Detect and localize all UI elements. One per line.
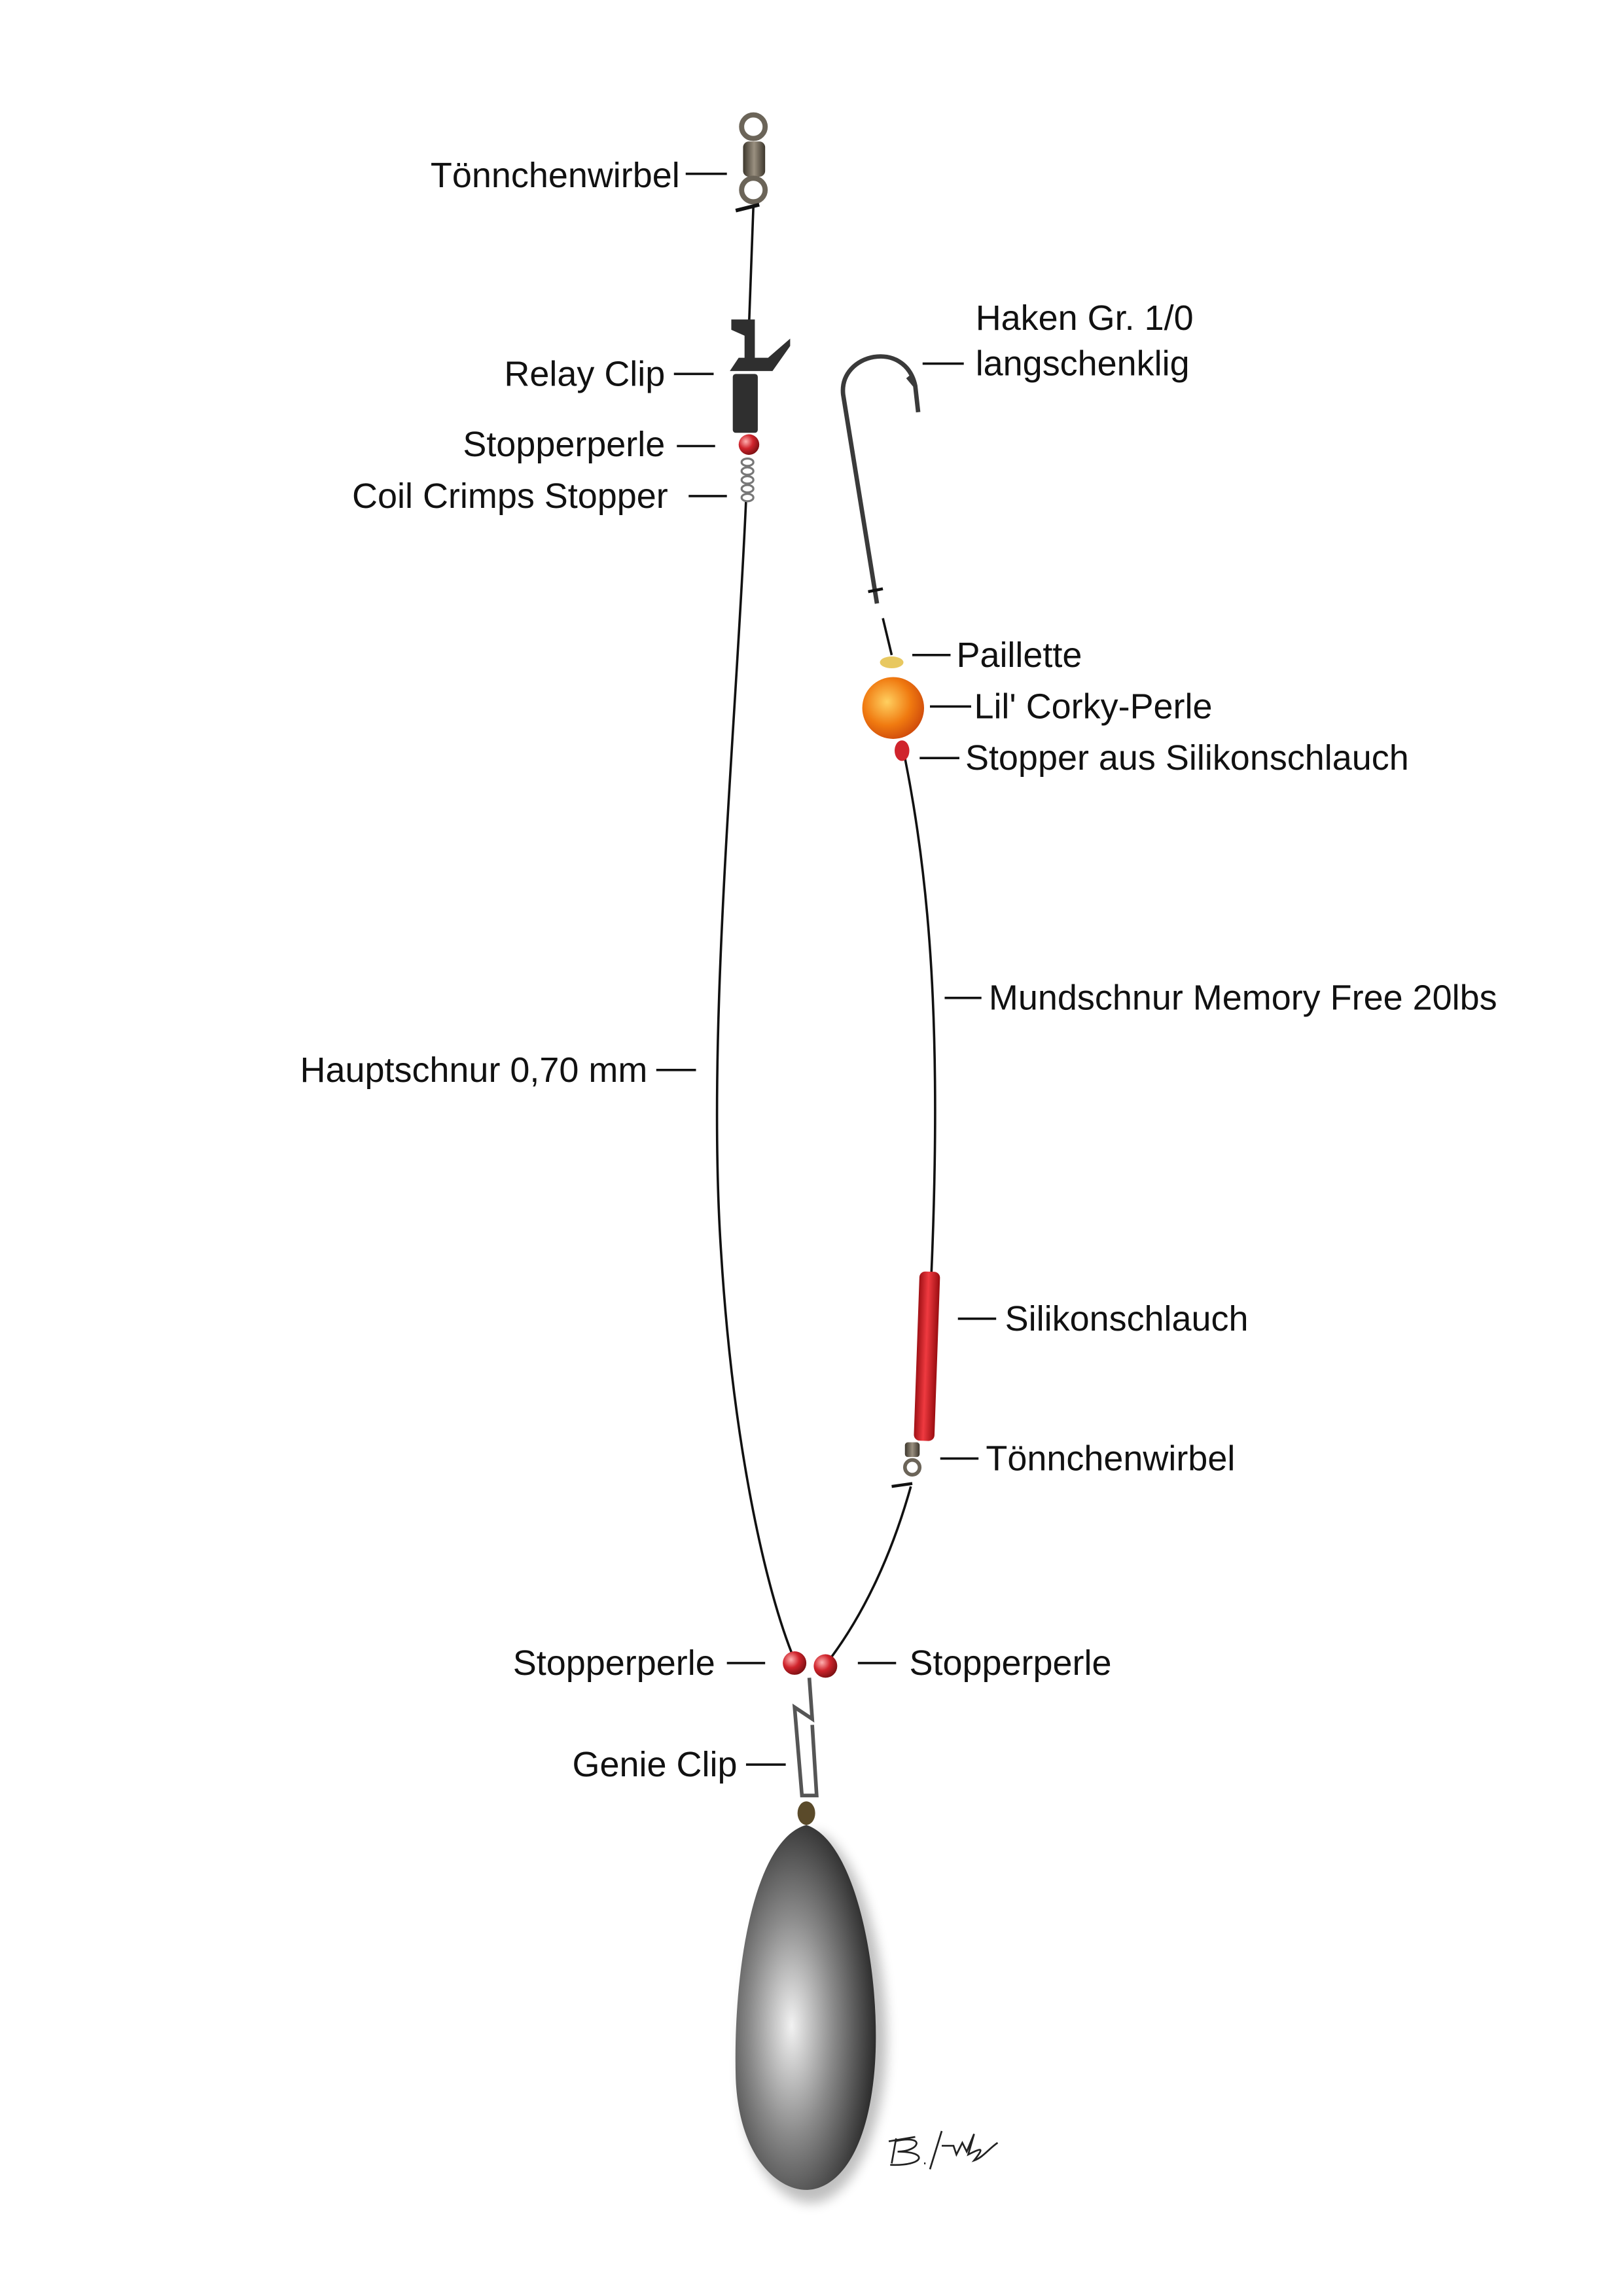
label-paillette: Paillette [956,636,1082,675]
label-relay-clip: Relay Clip [504,354,665,393]
corky-bead-icon [862,677,925,739]
label-swivel-top: Tönnchenwirbel [431,156,680,195]
hooklink-bottom [826,1486,912,1664]
label-stopper-bead-right: Stopperperle [910,1643,1112,1683]
swivel-top-icon [735,112,768,213]
label-stopper-bead-top: Stopperperle [463,425,665,464]
stopper-bead-right-icon [813,1654,838,1678]
label-hooklink: Mundschnur Memory Free 20lbs [989,978,1497,1018]
genie-clip-icon [792,1677,819,1798]
relay-clip-icon [730,319,791,433]
mainline [747,206,755,327]
signature [888,2130,999,2170]
label-mainline: Hauptschnur 0,70 mm [300,1050,648,1090]
paillette-icon [880,656,904,669]
label-silicone-stopper: Stopper aus Silikonschlauch [965,738,1409,778]
silicone-stopper-icon [895,740,910,761]
hook-icon [840,354,921,604]
mainline-lower [715,500,796,1661]
hooklink-lower [904,757,936,1274]
label-genie-clip: Genie Clip [573,1745,738,1784]
label-hook-2: langschenklig [976,344,1190,384]
silicone-tube-icon [914,1271,940,1441]
coil-crimps-icon [740,457,755,503]
label-coil-crimps: Coil Crimps Stopper [352,476,668,516]
swivel-bottom-icon [891,1442,922,1488]
lead-eye [797,1801,815,1825]
hooklink [882,618,893,656]
label-stopper-bead-left: Stopperperle [513,1643,715,1683]
label-hook-1: Haken Gr. 1/0 [976,298,1194,338]
lead-weight-icon [735,1825,876,2190]
label-silicone-tube: Silikonschlauch [1005,1299,1249,1338]
leader-lines [656,172,997,1766]
hook-whipping [868,587,883,594]
stopper-bead-left-icon [783,1651,807,1675]
stopper-bead-top-icon [738,434,760,455]
label-swivel-bottom: Tönnchenwirbel [986,1439,1235,1478]
label-corky-bead: Lil' Corky-Perle [974,687,1212,726]
